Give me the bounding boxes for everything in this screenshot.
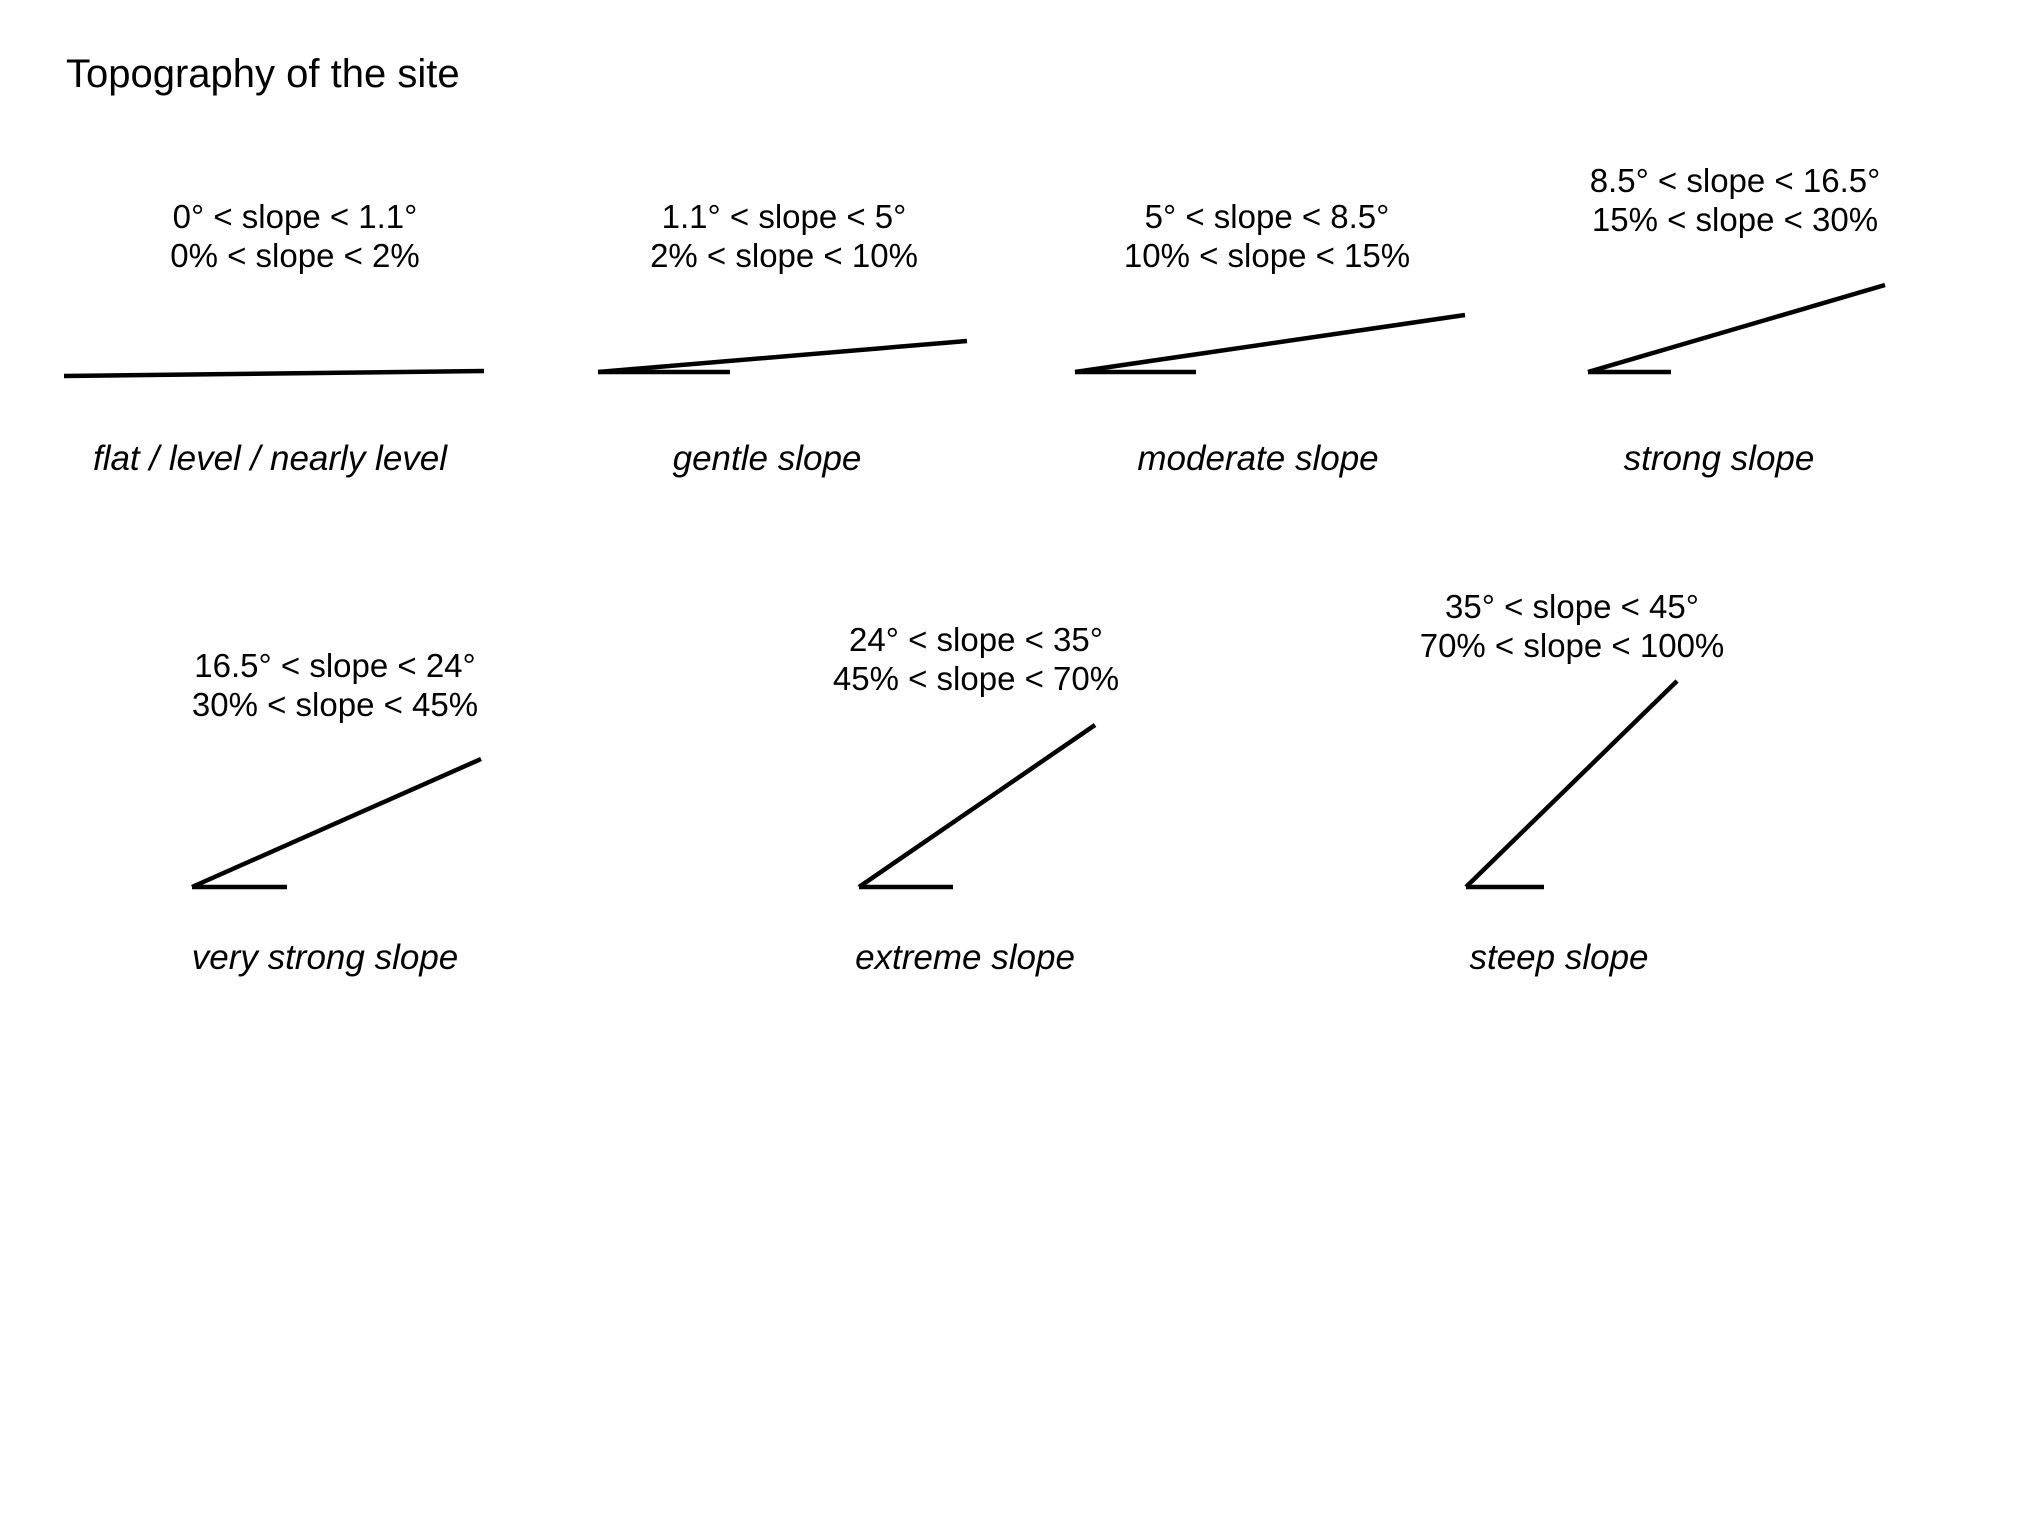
slope-class-name: steep slope <box>1469 938 1649 977</box>
percent-range-label: 2% < slope < 10% <box>650 237 918 274</box>
degree-range-label: 24° < slope < 35° <box>849 621 1103 658</box>
percent-range-label: 30% < slope < 45% <box>191 686 479 723</box>
slope-lines <box>63 282 1886 890</box>
percent-range-label: 70% < slope < 100% <box>1419 627 1725 664</box>
slope-class-name: very strong slope <box>191 938 459 977</box>
degree-range-label: 5° < slope < 8.5° <box>1144 198 1390 235</box>
slope-class-name: gentle slope <box>672 439 862 478</box>
slope-line-gentle <box>597 338 968 375</box>
slope-line-strong <box>1587 282 1886 375</box>
percent-range-label: 15% < slope < 30% <box>1591 201 1879 238</box>
range-labels: 5° < slope < 8.5° 10% < slope < 15% <box>1124 197 1410 275</box>
range-labels: 1.1° < slope < 5° 2% < slope < 10% <box>650 197 918 275</box>
range-labels: 8.5° < slope < 16.5° 15% < slope < 30% <box>1590 161 1881 239</box>
slope-class-name: moderate slope <box>1137 439 1379 478</box>
slope-line-steep <box>1464 679 1679 889</box>
slope-line-very-strong <box>191 756 482 890</box>
degree-range-label: 0° < slope < 1.1° <box>172 198 418 235</box>
degree-range-label: 35° < slope < 45° <box>1445 588 1699 625</box>
range-labels: 16.5° < slope < 24° 30% < slope < 45% <box>192 646 478 724</box>
degree-range-label: 8.5° < slope < 16.5° <box>1589 162 1881 199</box>
slope-line-moderate <box>1074 312 1466 375</box>
percent-range-label: 10% < slope < 15% <box>1123 237 1411 274</box>
percent-range-label: 45% < slope < 70% <box>832 660 1120 697</box>
slope-line-extreme <box>857 723 1097 889</box>
range-labels: 0° < slope < 1.1° 0% < slope < 2% <box>170 197 420 275</box>
page-title: Topography of the site <box>66 52 460 96</box>
percent-range-label: 0% < slope < 2% <box>170 237 420 274</box>
slope-class-name: strong slope <box>1623 439 1815 478</box>
degree-range-label: 16.5° < slope < 24° <box>194 647 476 684</box>
degree-range-label: 1.1° < slope < 5° <box>661 198 907 235</box>
range-labels: 35° < slope < 45° 70% < slope < 100% <box>1420 587 1725 665</box>
slope-line-flat <box>63 368 485 379</box>
slope-class-name: flat / level / nearly level <box>92 439 448 478</box>
slope-class-name: extreme slope <box>855 938 1075 977</box>
range-labels: 24° < slope < 35° 45% < slope < 70% <box>833 620 1119 698</box>
